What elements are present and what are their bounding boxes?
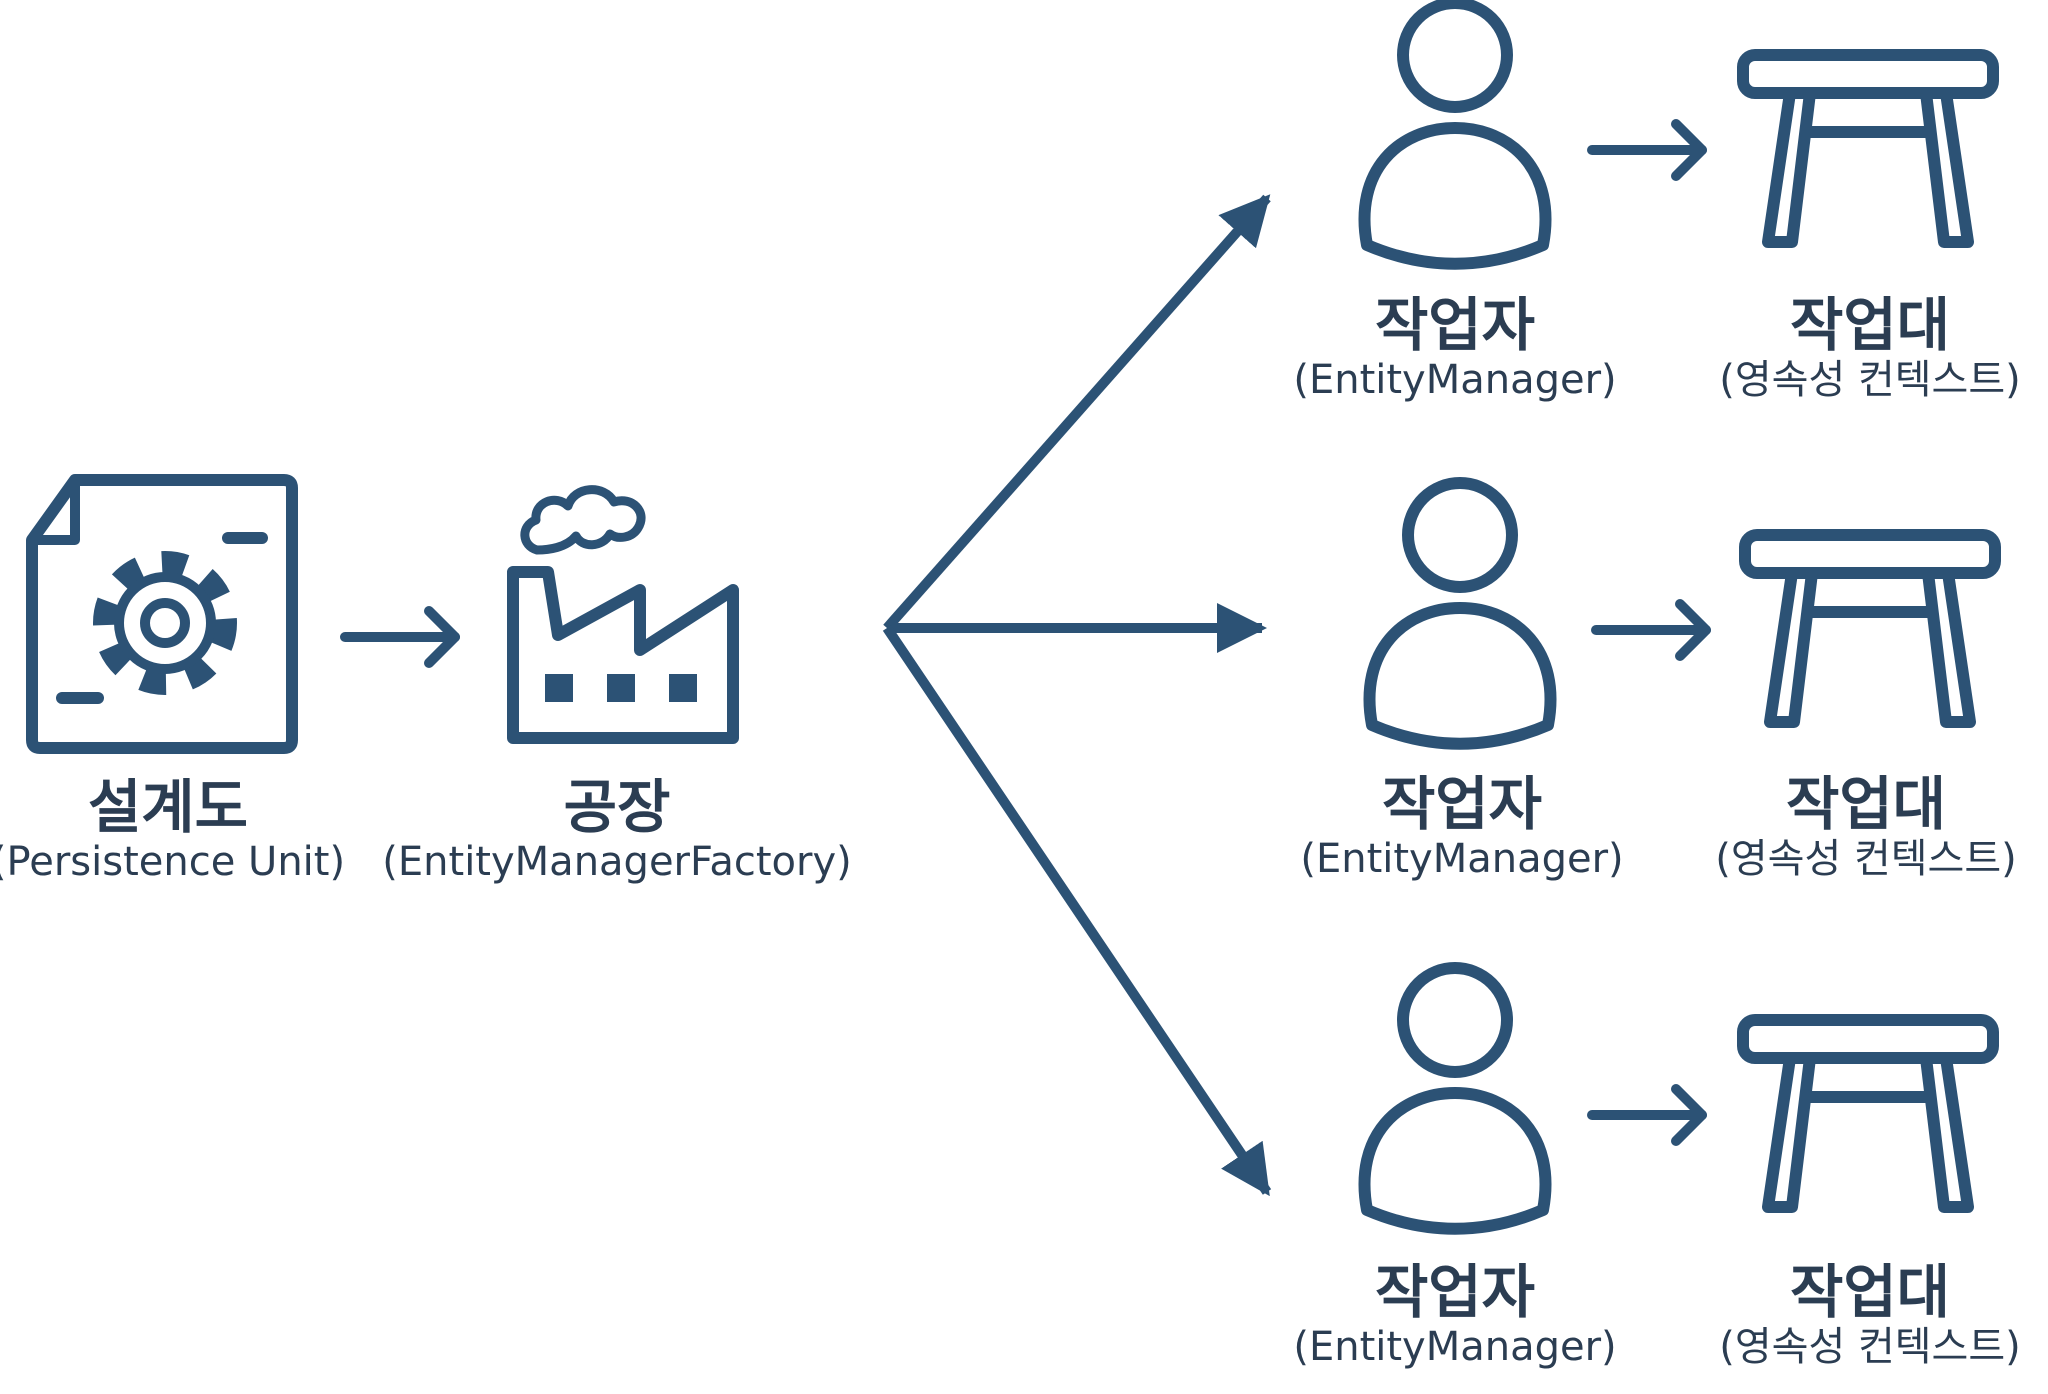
factory-icon [507,485,739,744]
workbench-label: 작업대 (영속성 컨텍스트) [1719,1260,2021,1370]
factory-title: 공장 [563,773,671,841]
person-icon [1365,968,1546,1229]
arrow-blueprint-to-factory [345,611,455,663]
worker-subtitle: (EntityManager) [1293,357,1617,403]
arrow-worker-to-workbench [1596,604,1706,656]
arrow-worker-to-workbench [1592,1089,1702,1141]
blueprint-subtitle: (Persistence Unit) [0,839,346,885]
worker-row-2 [1370,483,1995,744]
person-icon [1370,483,1551,744]
worker-title: 작업자 [1374,291,1536,359]
person-icon [1365,3,1546,264]
workbench-subtitle: (영속성 컨텍스트) [1715,836,2017,882]
arrow-worker-to-workbench [1592,124,1702,176]
table-icon [1743,55,1993,242]
workbench-title: 작업대 [1785,770,1947,838]
workbench-label: 작업대 (영속성 컨텍스트) [1719,293,2021,403]
factory-subtitle: (EntityManagerFactory) [382,839,852,885]
blueprint-label: 설계도 (Persistence Unit) [0,775,345,885]
worker-label: 작업자 (EntityManager) [1300,772,1623,882]
workbench-title: 작업대 [1789,1258,1951,1326]
worker-subtitle: (EntityManager) [1293,1324,1617,1370]
worker-title: 작업자 [1381,770,1543,838]
factory-label: 공장 (EntityManagerFactory) [382,775,851,885]
table-icon [1745,535,1995,722]
worker-label: 작업자 (EntityManager) [1293,293,1616,403]
worker-row-3 [1365,968,1993,1229]
table-icon [1743,1020,1993,1207]
worker-row-1 [1365,3,1993,264]
worker-label: 작업자 (EntityManager) [1293,1260,1616,1370]
workbench-title: 작업대 [1789,291,1951,359]
workbench-subtitle: (영속성 컨텍스트) [1719,357,2021,403]
workbench-subtitle: (영속성 컨텍스트) [1719,1324,2021,1370]
workbench-label: 작업대 (영속성 컨텍스트) [1715,772,2017,882]
worker-title: 작업자 [1374,1258,1536,1326]
blueprint-title: 설계도 [87,773,249,841]
worker-subtitle: (EntityManager) [1300,836,1624,882]
branch-arrows [882,194,1272,1197]
blueprint-gear-document-icon [26,474,298,754]
